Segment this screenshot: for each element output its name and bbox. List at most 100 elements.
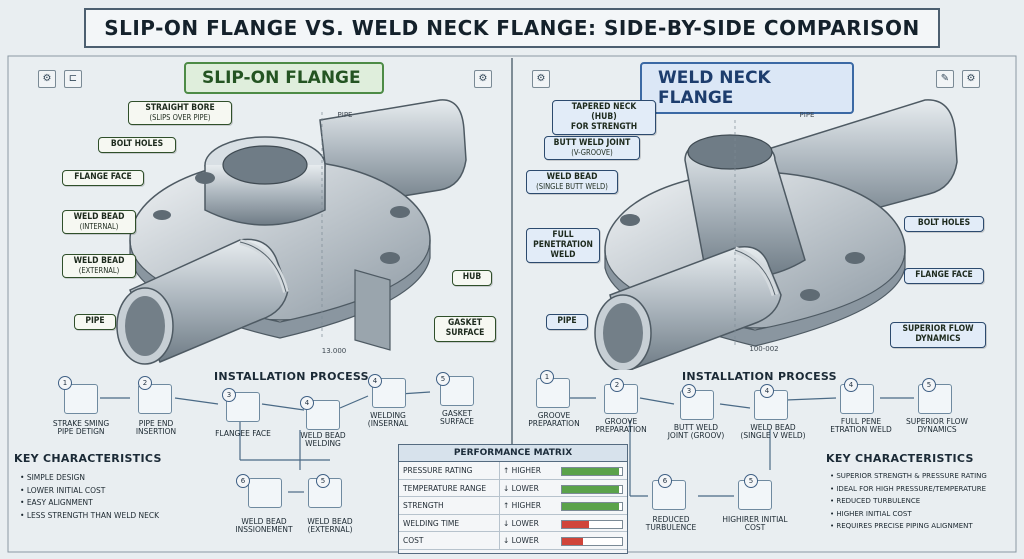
label-text: WELD BEAD xyxy=(73,212,125,222)
label-sub: (SINGLE BUTT WELD) xyxy=(536,181,608,191)
matrix-level-fill xyxy=(562,538,583,545)
label-sub: (V-GROOVE) xyxy=(571,147,613,157)
step-label: PIPE END INSERTION xyxy=(135,419,177,437)
list-item: IDEAL FOR HIGH PRESSURE/TEMPERATURE xyxy=(830,483,1016,496)
matrix-row: WELDING TIME↓ LOWER xyxy=(399,514,627,532)
matrix-level-bar xyxy=(561,537,623,546)
arrow-down-icon: ↓ xyxy=(503,518,512,528)
step-label: FULL PENE ETRATION WELD xyxy=(830,417,892,435)
list-item: EASY ALIGNMENT xyxy=(20,497,220,510)
arrow-up-icon: ↑ xyxy=(503,466,512,475)
step-number: 4 xyxy=(368,374,382,388)
step-label: WELD BEAD (SINGLE V WELD) xyxy=(740,423,806,441)
key-list-right: SUPERIOR STRENGTH & PRESSURE RATING IDEA… xyxy=(830,470,1016,533)
matrix-separator xyxy=(499,479,500,496)
key-title-right: KEY CHARACTERISTICS xyxy=(826,452,974,465)
list-item: SUPERIOR STRENGTH & PRESSURE RATING xyxy=(830,470,1016,483)
matrix-separator xyxy=(499,497,500,514)
list-item: REDUCED TURBULENCE xyxy=(830,495,1016,508)
dimension-text-right: 100-002 xyxy=(749,345,779,353)
matrix-attribute: STRENGTH xyxy=(403,501,444,510)
label-text: STRAIGHT BORE xyxy=(145,103,215,113)
weld-neck-title: WELD NECK FLANGE xyxy=(640,62,854,114)
matrix-direction: ↑ HIGHER xyxy=(503,466,563,475)
step-number: 6 xyxy=(658,474,672,488)
matrix-separator xyxy=(499,532,500,549)
step-label: REDUCED TURBULENCE xyxy=(645,515,697,533)
gear-icon: ⚙ xyxy=(474,70,492,88)
slip-on-flange-illustration xyxy=(116,99,467,365)
list-item: LESS STRENGTH THAN WELD NECK xyxy=(20,510,220,523)
step-label: SUPERIOR FLOW DYNAMICS xyxy=(906,417,968,435)
matrix-attribute: COST xyxy=(403,536,424,545)
label-bolt-holes-right: BOLT HOLES xyxy=(904,216,984,232)
label-text: PENETRATION xyxy=(533,239,593,250)
dimension-text: 13.000 xyxy=(321,347,347,355)
label-sub: (EXTERNAL) xyxy=(78,265,120,275)
gear-icon: ⚙ xyxy=(532,70,550,88)
arrow-up-icon: ↑ xyxy=(503,501,512,510)
matrix-direction: ↓ LOWER xyxy=(503,519,563,528)
step-number: 6 xyxy=(236,474,250,488)
step-label: WELD BEAD WELDING xyxy=(300,431,346,449)
matrix-direction-text: LOWER xyxy=(511,518,539,528)
label-full-penetration: FULL PENETRATION WELD xyxy=(526,228,600,264)
pipe-text-top: PIPE xyxy=(337,111,353,119)
gear-icon: ⚙ xyxy=(38,70,56,88)
label-text: SUPERIOR FLOW xyxy=(902,324,974,334)
step-label: WELD BEAD INSSIONEMENT xyxy=(235,517,293,535)
label-sub: (INTERNAL) xyxy=(79,221,119,231)
matrix-level-bar xyxy=(561,467,623,476)
step-box xyxy=(248,478,282,508)
label-text: WELD xyxy=(550,249,576,260)
matrix-level-fill xyxy=(562,485,619,493)
label-sub: (SLIPS OVER PIPE) xyxy=(149,112,211,122)
arrow-down-icon: ↓ xyxy=(503,536,512,545)
matrix-direction: ↑ HIGHER xyxy=(503,501,563,510)
label-text: WELD BEAD xyxy=(73,256,125,266)
step-label: STRAKE SMING PIPE DETIGN xyxy=(52,419,110,437)
step-label: GASKET SURFACE xyxy=(439,409,475,427)
list-item: REQUIRES PRECISE PIPING ALIGNMENT xyxy=(830,520,1016,533)
label-pipe: PIPE xyxy=(74,314,116,330)
label-straight-bore: STRAIGHT BORE (SLIPS OVER PIPE) xyxy=(128,101,232,126)
label-text: BUTT WELD JOINT xyxy=(553,138,631,148)
label-bolt-holes: BOLT HOLES xyxy=(98,137,176,153)
matrix-level-fill xyxy=(562,468,619,475)
pipe-icon: ⊏ xyxy=(64,70,82,88)
matrix-separator xyxy=(499,514,500,531)
label-text: FOR STRENGTH xyxy=(570,121,638,132)
arrow-down-icon: ↓ xyxy=(503,483,512,493)
step-box xyxy=(604,384,638,414)
step-number: 5 xyxy=(922,378,936,392)
label-pipe-right: PIPE xyxy=(546,314,588,330)
wrench-icon: ✎ xyxy=(936,70,954,88)
step-label: HIGHIRER INITIAL COST xyxy=(722,515,788,533)
matrix-level-bar xyxy=(561,519,623,529)
pipe-text-top-right: PIPE xyxy=(799,111,815,119)
step-number: 2 xyxy=(610,378,624,392)
matrix-row: STRENGTH ↑ HIGHER xyxy=(399,497,627,515)
label-text: GASKET xyxy=(447,318,483,328)
matrix-direction-text: LOWER xyxy=(511,483,539,493)
gear-icon: ⚙ xyxy=(962,70,980,88)
step-number: 3 xyxy=(682,384,696,398)
matrix-level-fill xyxy=(562,503,619,510)
matrix-direction: ↓ LOWER xyxy=(503,484,563,493)
label-butt-weld: BUTT WELD JOINT (V-GROOVE) xyxy=(544,136,640,161)
matrix-attribute: TEMPERATURE RANGE xyxy=(403,483,487,493)
step-number: 1 xyxy=(540,370,554,384)
label-flange-face-right: FLANGE FACE xyxy=(904,268,984,284)
label-hub: HUB xyxy=(452,270,492,286)
list-item: HIGHER INITIAL COST xyxy=(830,508,1016,521)
step-number: 1 xyxy=(58,376,72,390)
matrix-level-bar xyxy=(561,502,623,511)
label-text: TAPERED NECK (HUB) xyxy=(571,102,637,122)
step-number: 3 xyxy=(222,388,236,402)
label-weld-external: WELD BEAD (EXTERNAL) xyxy=(62,254,136,279)
label-weld-internal: WELD BEAD (INTERNAL) xyxy=(62,210,136,235)
step-number: 5 xyxy=(744,474,758,488)
